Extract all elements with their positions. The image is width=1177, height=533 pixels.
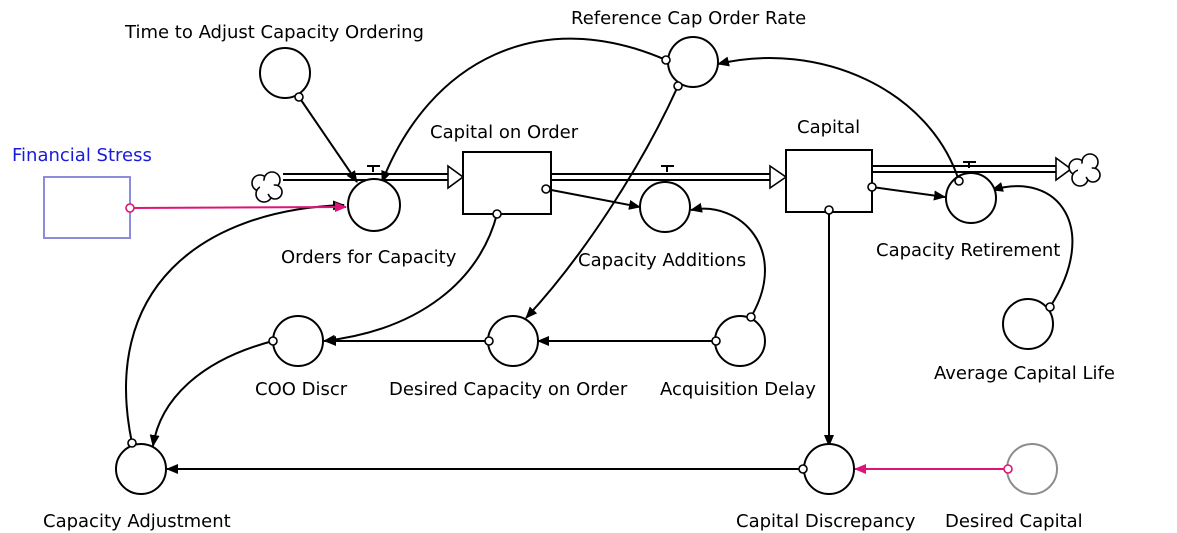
var-acquisition-delay[interactable] [714,315,766,367]
flow-pipe-capacity-retirement [872,156,1073,182]
label-acquisition-delay: Acquisition Delay [660,379,816,400]
var-capacity-adjustment[interactable] [115,443,167,495]
var-orders-for-capacity[interactable] [347,178,401,232]
link-ref-to-dcoo [525,85,679,319]
link-tails [125,55,1055,474]
stock-financial-stress[interactable] [43,176,131,239]
label-capacity-additions: Capacity Additions [578,250,746,271]
link-coo-to-discr [323,213,498,345]
label-desired-capacity-on-order: Desired Capacity on Order [389,379,628,400]
link-retirement-to-ref [717,56,960,182]
flow-pipe-orders-for-capacity [283,164,465,190]
label-average-capital-life: Average Capital Life [934,363,1115,384]
label-coo-discr: COO Discr [255,379,348,400]
label-capital-discrepancy: Capital Discrepancy [736,511,916,532]
label-orders-for-capacity: Orders for Capacity [281,247,457,268]
var-capacity-retirement[interactable] [945,172,997,224]
link-coo-to-additions [545,188,641,210]
var-coo-discr[interactable] [272,315,324,367]
link-time-to-orders [298,96,358,183]
var-capital-discrepancy[interactable] [803,443,855,495]
var-time-to-adjust-capacity-ordering[interactable] [259,47,311,99]
link-capital-to-retirement [871,186,946,201]
label-capacity-retirement: Capacity Retirement [876,240,1060,261]
label-capital: Capital [797,117,860,138]
label-reference-cap-order-rate: Reference Cap Order Rate [571,8,806,29]
label-capacity-adjustment: Capacity Adjustment [43,511,231,532]
causal-links [125,37,1074,474]
link-stress-to-orders [129,202,347,213]
label-financial-stress: Financial Stress [12,145,152,166]
link-ref-to-orders [381,37,667,183]
link-adjustment-to-orders [125,200,345,444]
stock-capital-on-order[interactable] [462,151,552,215]
sink-cloud-icon [1068,153,1101,187]
var-average-capital-life[interactable] [1002,298,1054,350]
var-desired-capital[interactable] [1006,443,1058,495]
link-life-to-retirement [991,182,1074,308]
link-delay-to-additions [690,202,766,318]
label-time-to-adjust-capacity-ordering: Time to Adjust Capacity Ordering [124,22,424,43]
stock-capital[interactable] [785,149,873,213]
var-reference-cap-order-rate[interactable] [667,36,719,88]
label-desired-capital: Desired Capital [945,511,1083,532]
var-capacity-additions[interactable] [639,181,691,233]
var-desired-capacity-on-order[interactable] [487,315,539,367]
label-capital-on-order: Capital on Order [430,122,579,143]
flow-pipe-capacity-additions [551,164,788,190]
link-discr-to-adjustment [149,340,274,447]
source-cloud-icon [251,171,283,203]
